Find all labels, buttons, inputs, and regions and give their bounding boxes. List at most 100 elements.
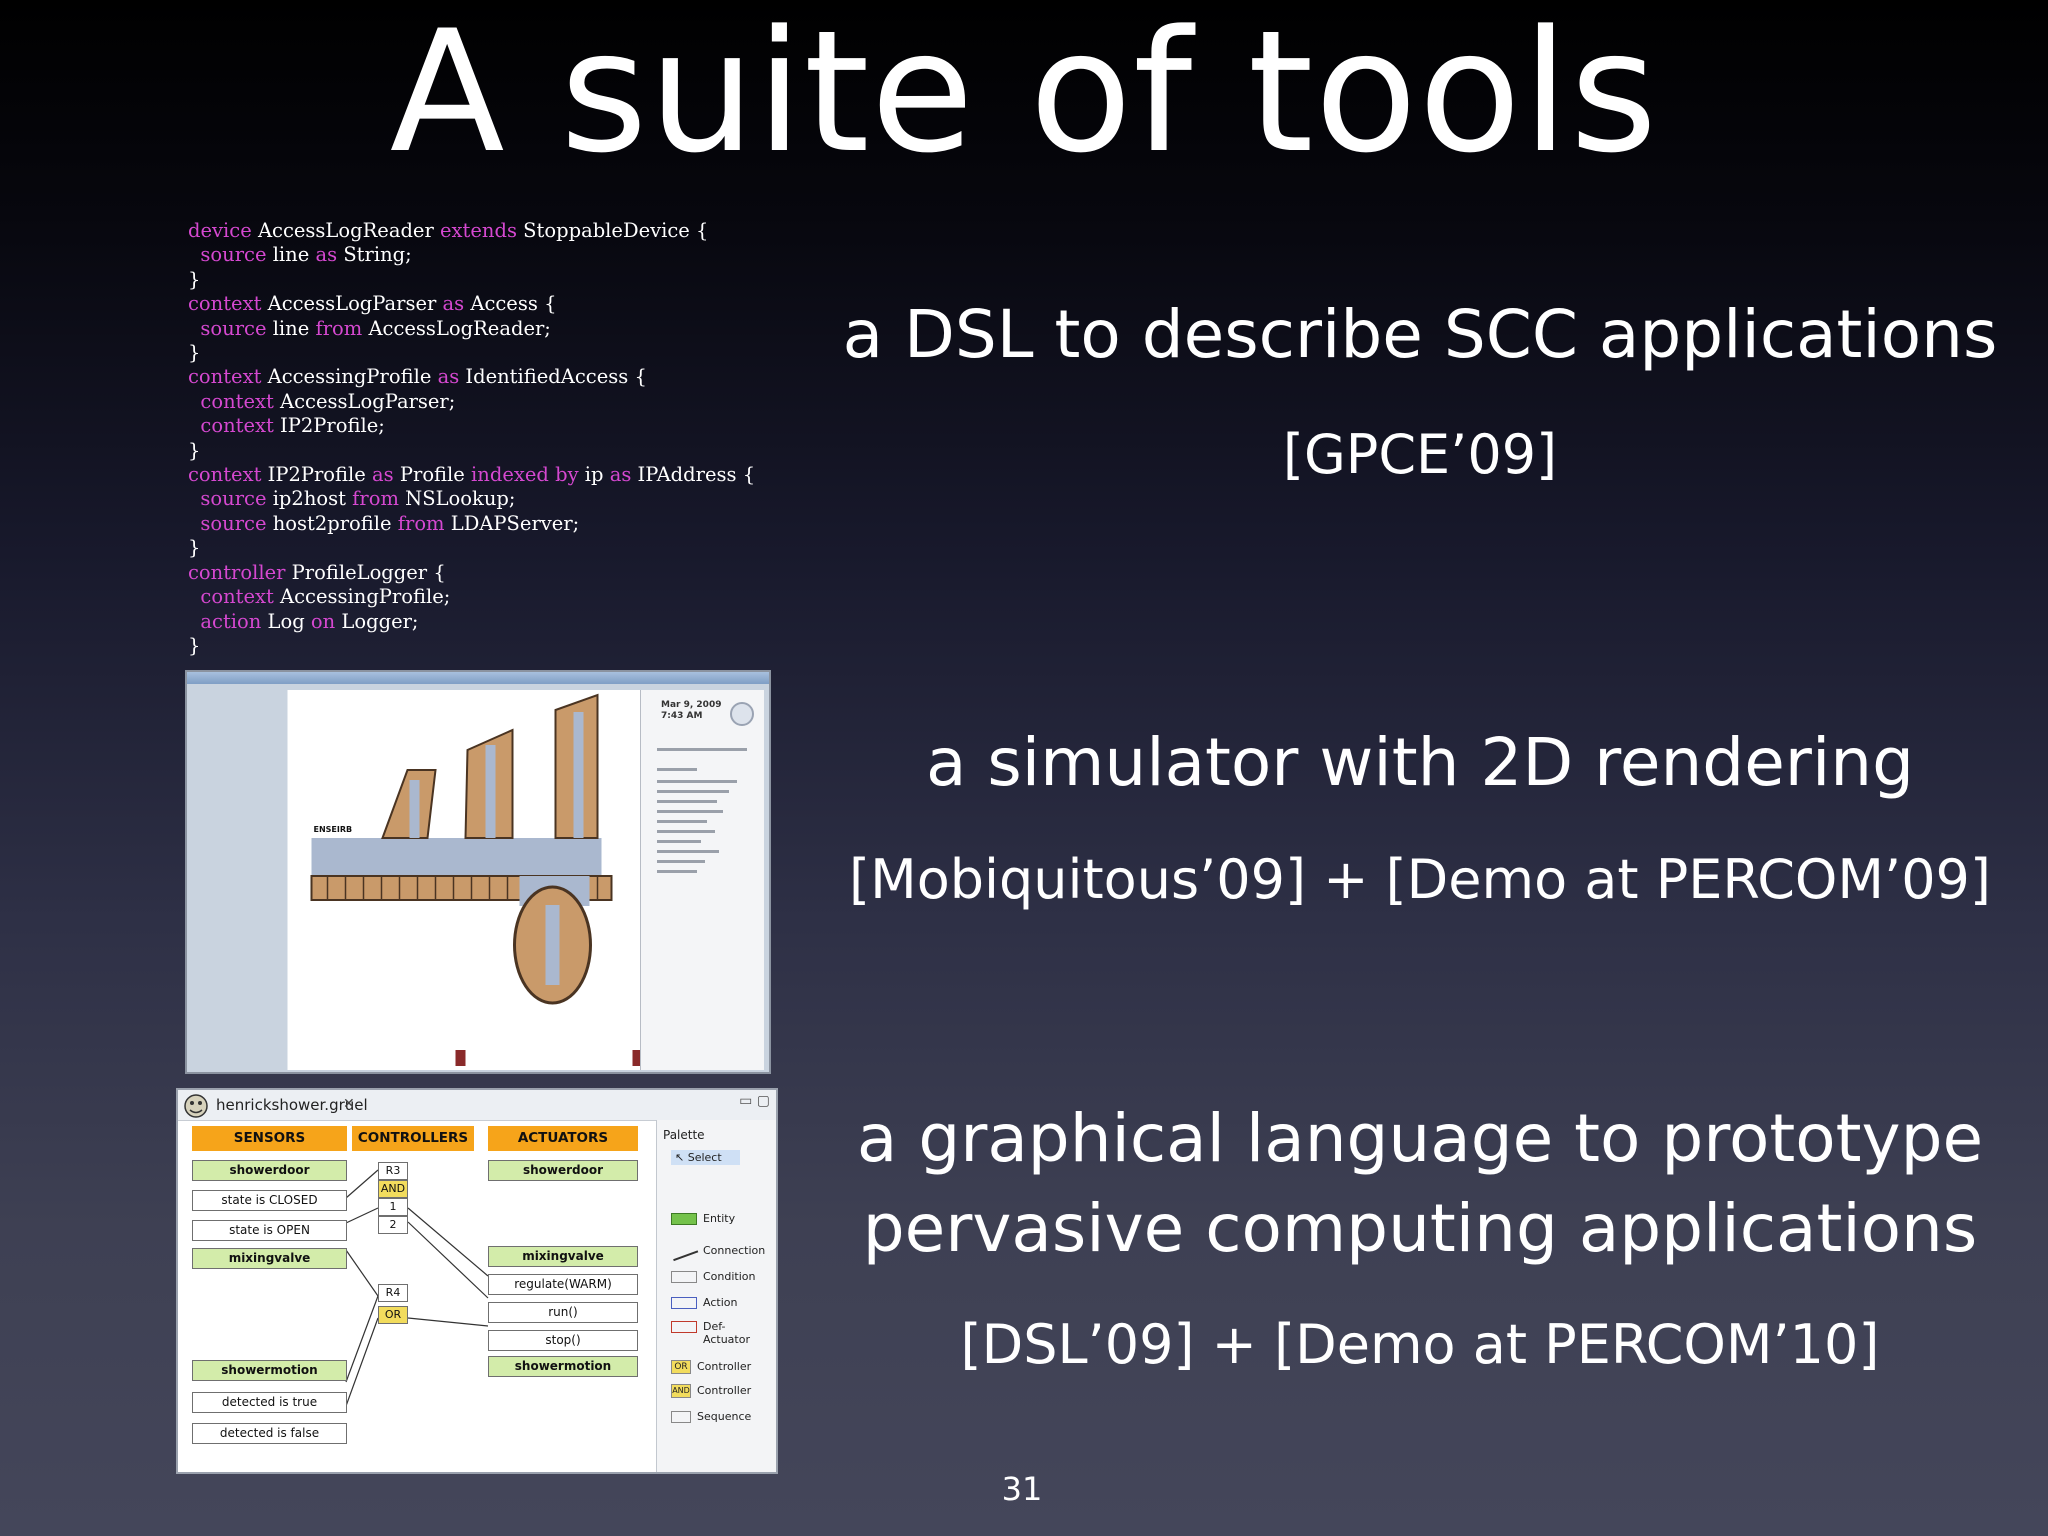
palette-condition-tool[interactable]: Condition <box>671 1270 756 1283</box>
actuator-entity-box[interactable]: mixingvalve <box>488 1246 638 1267</box>
tool-palette: Palette ↖ Select Entity Connection Condi… <box>656 1120 776 1472</box>
palette-select-tool[interactable]: ↖ Select <box>671 1150 740 1165</box>
sensor-condition-box[interactable]: state is OPEN <box>192 1220 347 1241</box>
sensor-entity-box[interactable]: mixingvalve <box>192 1248 347 1269</box>
code-text <box>188 610 200 633</box>
code-line: } <box>188 634 788 658</box>
code-text: AccessLogReader; <box>362 316 551 340</box>
clock-icon <box>730 702 754 726</box>
actuators-column-header: ACTUATORS <box>488 1126 638 1151</box>
controllers-column-header: CONTROLLERS <box>352 1126 474 1151</box>
code-line: context AccessLogParser as Access { <box>188 292 788 316</box>
code-keyword: source <box>200 243 267 267</box>
code-keyword: indexed by <box>471 463 579 487</box>
entity-icon <box>671 1213 697 1225</box>
code-line: source ip2host from NSLookup; <box>188 487 788 511</box>
code-text: AccessingProfile <box>261 365 438 389</box>
pointer-icon: ↖ <box>675 1151 688 1164</box>
code-text: Logger; <box>335 609 419 633</box>
code-keyword: extends <box>440 219 517 242</box>
controller-port-1[interactable]: 1 <box>378 1198 408 1216</box>
code-text <box>188 487 200 510</box>
palette-sequence-tool[interactable]: Sequence <box>671 1410 751 1423</box>
code-text: line <box>266 243 316 267</box>
code-line: } <box>188 536 788 560</box>
sequence-icon <box>671 1411 691 1423</box>
code-keyword: on <box>310 609 336 633</box>
code-text: IP2Profile; <box>273 414 385 438</box>
sensor-condition-box[interactable]: detected is false <box>192 1423 347 1444</box>
code-text <box>188 390 200 413</box>
controller-rule-r3[interactable]: R3 <box>378 1162 408 1180</box>
code-keyword: from <box>397 511 445 535</box>
code-line: source line as String; <box>188 243 788 267</box>
code-line: action Log on Logger; <box>188 610 788 634</box>
sensors-column-header: SENSORS <box>192 1126 347 1151</box>
code-text <box>188 512 200 535</box>
window-minmax-icon[interactable]: ▭ ▢ <box>739 1093 770 1109</box>
code-line: context IP2Profile as Profile indexed by… <box>188 463 788 487</box>
dsl-code-listing: device AccessLogReader extends Stoppable… <box>188 219 788 658</box>
code-text: NSLookup; <box>398 487 516 511</box>
code-text: AccessingProfile; <box>273 585 451 609</box>
code-keyword: as <box>437 365 460 389</box>
code-text: Profile <box>393 463 472 487</box>
sensor-condition-box[interactable]: state is CLOSED <box>192 1190 347 1211</box>
code-text: ProfileLogger { <box>285 560 446 584</box>
code-keyword: source <box>200 487 267 511</box>
palette-action-tool[interactable]: Action <box>671 1296 737 1309</box>
code-text: line <box>266 316 316 340</box>
actuator-entity-box[interactable]: showermotion <box>488 1356 638 1377</box>
or-icon: OR <box>671 1360 691 1374</box>
item-2-heading: a simulator with 2D rendering <box>925 724 1915 801</box>
code-keyword: context <box>188 463 262 487</box>
condition-icon <box>671 1271 697 1283</box>
item-2-ref: [Mobiquitous’09] + [Demo at PERCOM’09] <box>849 848 1991 911</box>
code-keyword: as <box>442 292 465 316</box>
code-keyword: from <box>315 316 363 340</box>
code-text: ip2host <box>266 487 353 511</box>
code-text: } <box>188 267 201 291</box>
controller-port-2[interactable]: 2 <box>378 1216 408 1234</box>
palette-def-actuator-tool[interactable]: Def-Actuator <box>671 1320 750 1346</box>
code-keyword: controller <box>188 560 286 584</box>
slide-title: A suite of tools <box>389 0 1659 190</box>
code-line: source line from AccessLogReader; <box>188 317 788 341</box>
code-keyword: context <box>200 389 274 413</box>
actuator-action-box[interactable]: stop() <box>488 1330 638 1351</box>
controller-or-operator[interactable]: OR <box>378 1306 408 1324</box>
code-text: IdentifiedAccess { <box>459 365 647 389</box>
actuator-action-box[interactable]: run() <box>488 1302 638 1323</box>
actuator-action-box[interactable]: regulate(WARM) <box>488 1274 638 1295</box>
actuator-entity-box[interactable]: showerdoor <box>488 1160 638 1181</box>
code-text: LDAPServer; <box>444 511 580 535</box>
controller-rule-r4[interactable]: R4 <box>378 1284 408 1302</box>
editor-tab-bar: henrickshower.gruel ✕ ▭ ▢ <box>178 1090 776 1121</box>
code-line: device AccessLogReader extends Stoppable… <box>188 219 788 243</box>
sensor-entity-box[interactable]: showermotion <box>192 1360 347 1381</box>
code-keyword: device <box>188 219 252 242</box>
code-line: } <box>188 268 788 292</box>
code-keyword: as <box>372 463 394 487</box>
editor-tab-title[interactable]: henrickshower.gruel <box>216 1096 368 1114</box>
controller-and-operator[interactable]: AND <box>378 1180 408 1198</box>
code-text: AccessLogReader <box>251 219 440 242</box>
code-text: Log <box>261 609 311 633</box>
code-keyword: context <box>200 585 274 609</box>
sensor-entity-box[interactable]: showerdoor <box>192 1160 347 1181</box>
code-keyword: action <box>200 609 262 633</box>
gruel-logo-icon <box>184 1094 208 1118</box>
simulator-side-panel: Mar 9, 2009 7:43 AM <box>640 690 764 1070</box>
code-text: ip <box>578 463 610 487</box>
palette-entity-tool[interactable]: Entity <box>671 1212 735 1225</box>
page-number: 31 <box>1001 1470 1043 1508</box>
code-text: Access { <box>464 292 557 316</box>
tab-close-icon[interactable]: ✕ <box>343 1096 355 1112</box>
code-text: } <box>188 536 201 560</box>
code-text <box>188 585 200 608</box>
sensor-condition-box[interactable]: detected is true <box>192 1392 347 1413</box>
palette-connection-tool[interactable]: Connection <box>669 1240 765 1262</box>
code-text: } <box>188 633 201 657</box>
